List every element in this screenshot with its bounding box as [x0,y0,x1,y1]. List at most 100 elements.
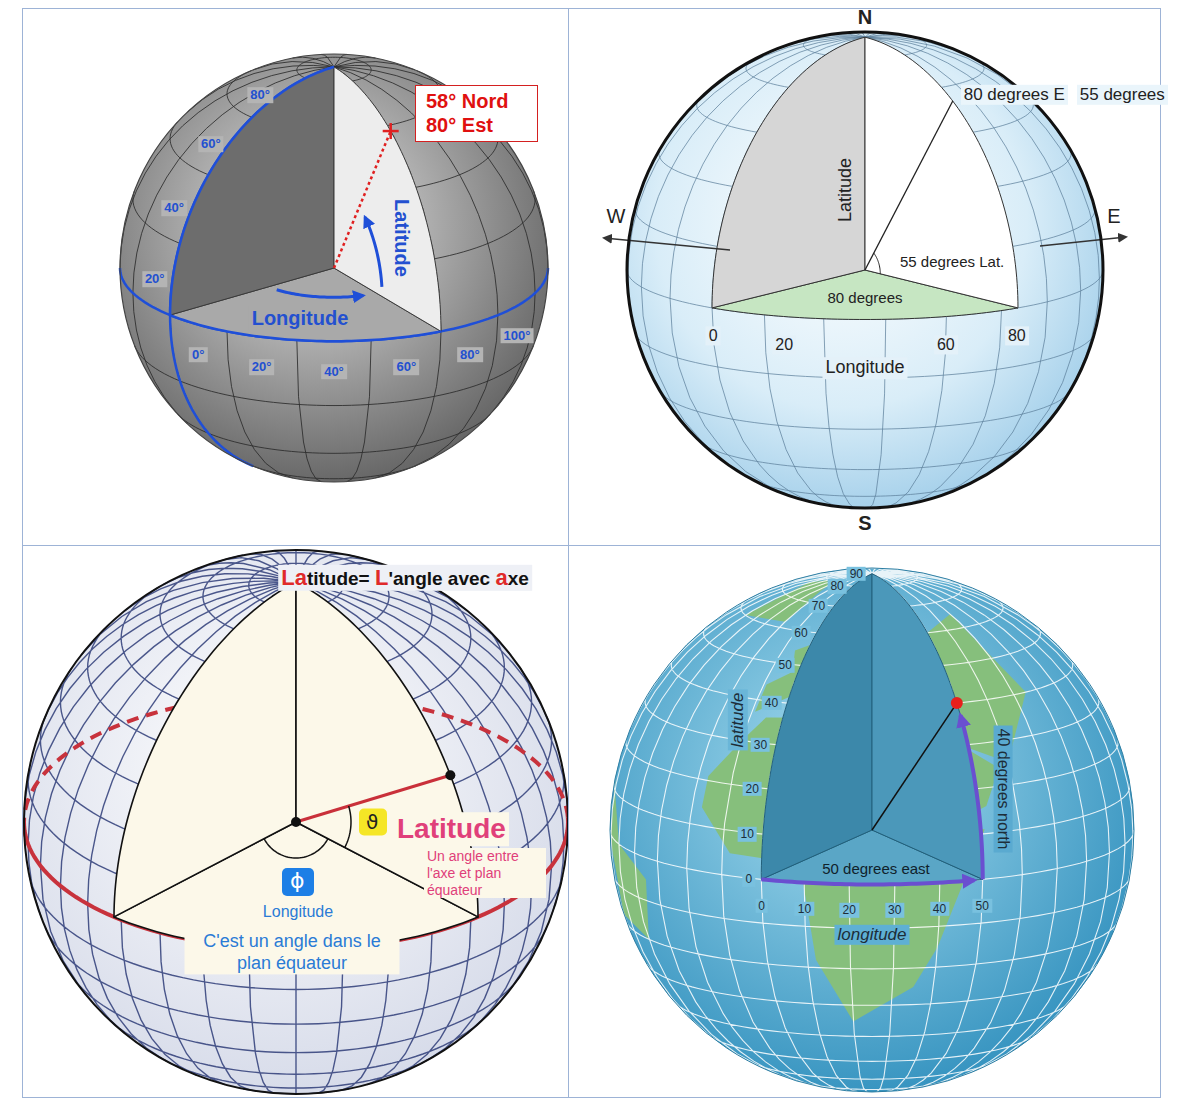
definition-note: Un angle entre l'axe et plan équateur [424,848,546,898]
globe-sphere [610,568,1134,1092]
scale-number: 60° [198,136,224,152]
latitude-arrow [960,715,982,879]
table-grid [23,9,1161,1098]
scale-number: 50 [973,898,992,912]
scale-number: 40° [321,364,347,380]
radius-line [865,101,953,270]
scale-number: 0 [755,898,768,912]
wedge-wall [170,67,334,315]
scale-number: 80 [1005,326,1029,345]
angle-label: 55 degrees Lat. [900,253,1004,271]
scale-number: 30 [751,737,770,751]
latitude-angle-arc [345,806,351,847]
axis-title: Latitude [390,196,414,280]
table-border [23,9,1161,1098]
globe-sphere [627,32,1103,508]
symbol-box: ϑ [359,809,387,836]
axis-title: Latitude [835,158,857,222]
text-part: 'angle avec [388,568,495,589]
wedge-wall [872,574,983,880]
angle-label: 80 degrees [827,289,902,307]
coordinate-label: 50 degrees east [822,860,930,878]
scale-number: 80 [827,579,846,593]
center-dot [291,817,301,827]
coordinate-label: 80 degrees E [961,85,1068,105]
scale-number: 100° [501,328,534,344]
scale-number: 60 [791,626,810,640]
axis-title: Longitude [822,357,907,379]
scale-number: 20 [743,782,762,796]
west-arrow [604,238,730,250]
angle-arc [874,253,881,274]
globe-sphere [627,32,1103,508]
scale-number: 20° [142,272,168,288]
axis-title: Latitude [394,812,509,846]
globe-panel [604,32,1126,508]
globe-sphere [120,54,548,482]
scale-number: 20 [840,903,859,917]
scale-number: 90 [847,567,866,581]
axis-title: Longitude [260,902,336,921]
coordinate-label: 40 degrees north [993,725,1012,852]
prime-meridian [170,67,334,466]
scale-number: 80° [247,87,273,103]
graticule [610,568,1134,1092]
scale-number: 60° [393,360,419,376]
compass-letter: S [858,511,871,535]
scale-number: 20° [249,360,275,376]
graticule [120,54,548,481]
scale-number: 50 [775,658,794,672]
globe-panel [610,568,1134,1092]
point-dot [445,770,455,780]
coordinate-label: 55 degrees [1077,85,1168,105]
axis-title: Longitude [249,306,352,330]
coordinate-box: 58° Nord 80° Est [415,85,538,142]
scale-number: 0 [706,326,721,345]
globe-sphere [120,54,548,482]
point-dot [951,697,963,709]
scale-number: 60 [934,335,958,354]
scale-number: 40 [762,696,781,710]
wedge-wall [865,37,1018,308]
globe-panel [24,550,568,1094]
scale-number: 10 [795,902,814,916]
longitude-angle-arc [264,839,328,858]
table-rule [23,545,1161,546]
globe-sphere [610,568,1134,1092]
wedge-wall [761,574,872,880]
scale-number: 70 [809,599,828,613]
wedge-wall [712,37,865,308]
text-part-highlight: a [495,565,507,590]
node-text: 58° Nord 80° Est [426,89,526,137]
node-text: ϑ [366,810,380,834]
compass-letter: E [1107,204,1120,228]
panel-heading: Latitude= L'angle avec axe [278,565,532,591]
prime-meridian [170,67,334,315]
compass-letter: N [858,5,872,29]
table-rule [568,9,569,1098]
globe-sphere [24,550,568,1094]
point-cross [389,123,392,139]
longitude-arrow [761,879,974,884]
text-part-highlight: L [375,565,388,590]
symbol-box: ϕ [282,868,314,896]
scale-number: 30 [885,903,904,917]
text-part: titude= [307,568,375,589]
text-part: xe [508,568,529,589]
scale-number: 0 [743,872,756,886]
radius-line [872,703,957,830]
wedge-wall [114,582,296,917]
axis-title: longitude [834,925,909,945]
text-part-highlight: La [281,565,307,590]
definition-note: C'est un angle dans le plan équateur [185,931,400,974]
longitude-arrow [277,290,364,298]
graticule [627,32,1103,508]
east-arrow [1040,237,1126,246]
scale-number: 10 [738,827,757,841]
compass-letter: W [607,204,626,228]
node-text: ϕ [290,868,306,894]
globe-sphere [24,550,568,1094]
